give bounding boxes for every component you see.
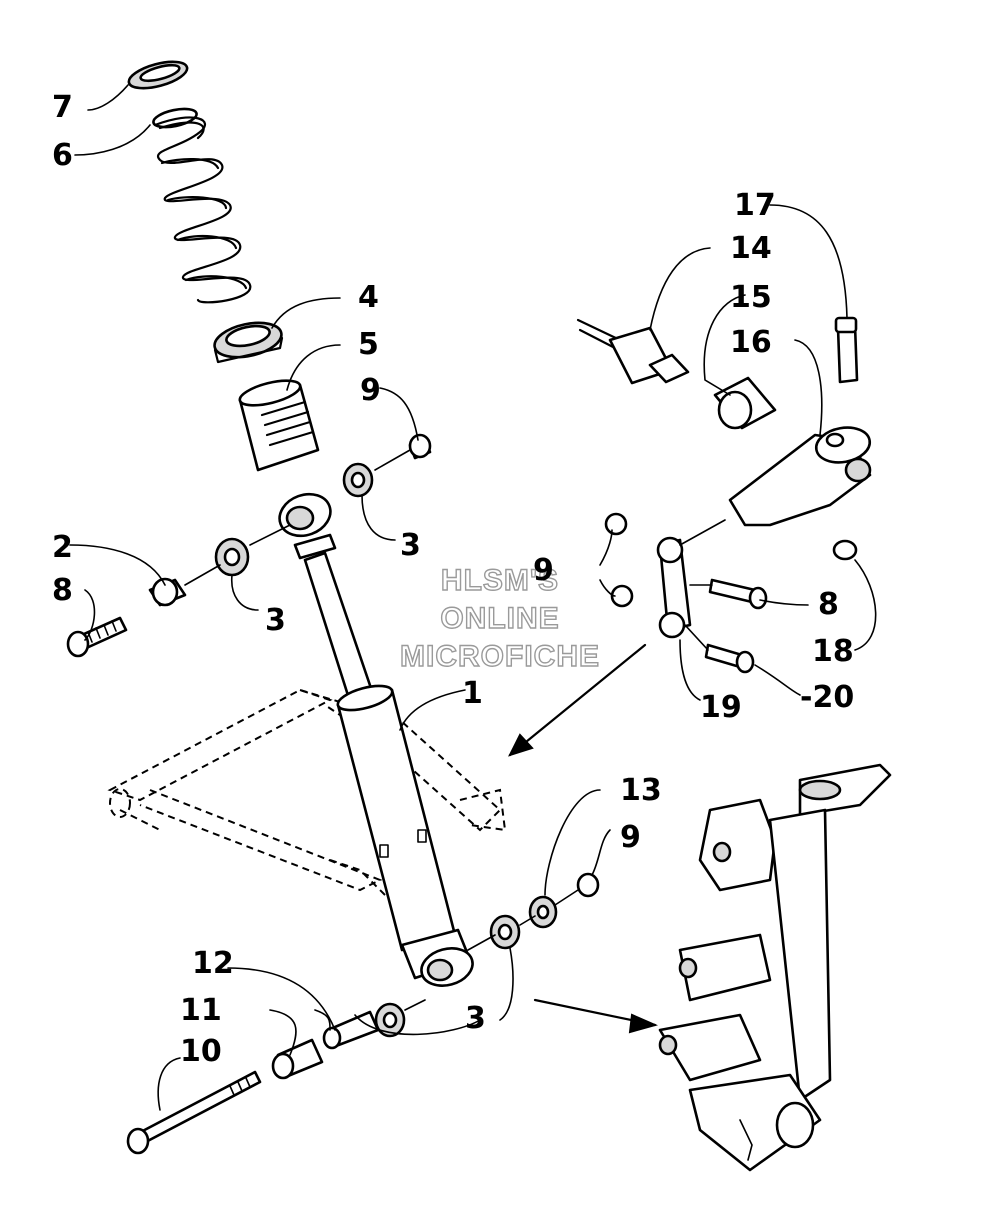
callout-19: 19 <box>700 690 742 725</box>
callout-5: 5 <box>358 327 379 362</box>
callout-20: -20 <box>800 680 854 715</box>
callout-18: 18 <box>812 634 854 669</box>
callout-3-upper-right: 3 <box>400 528 421 563</box>
callout-13: 13 <box>620 773 662 808</box>
watermark-line-2: ONLINE <box>440 602 559 635</box>
callout-3-lower: 3 <box>465 1001 486 1036</box>
watermark-line-3: MICROFICHE <box>400 640 600 673</box>
callout-6: 6 <box>52 138 73 173</box>
callout-17: 17 <box>734 188 776 223</box>
callout-14: 14 <box>730 231 772 266</box>
callout-11: 11 <box>180 993 222 1028</box>
callout-7: 7 <box>52 90 73 125</box>
shock-absorber <box>278 492 474 987</box>
callout-12: 12 <box>192 946 234 981</box>
a-arm-outline <box>107 688 507 901</box>
leader-lines <box>69 84 877 1111</box>
coil-spring <box>153 116 252 304</box>
watermark-line-1: HLSM'S <box>441 564 559 597</box>
callout-1: 1 <box>462 676 483 711</box>
callout-labels: 1 2 3 3 3 4 5 6 7 8 8 9 9 9 10 11 12 13 … <box>52 90 854 1069</box>
callout-4: 4 <box>358 280 379 315</box>
upper-mount-hardware <box>66 433 432 658</box>
callout-8-left: 8 <box>52 573 73 608</box>
watermark: HLSM'S ONLINE MICROFICHE <box>399 563 600 673</box>
callout-9-upper: 9 <box>360 373 381 408</box>
sway-bar-linkage <box>576 316 872 674</box>
lower-mount-hardware <box>126 872 600 1155</box>
callout-2: 2 <box>52 530 73 565</box>
callout-8-right: 8 <box>818 587 839 622</box>
callout-3-upper-left: 3 <box>265 603 286 638</box>
callout-15: 15 <box>730 280 772 315</box>
callout-9-linkage: 9 <box>533 553 554 588</box>
assembly-arrows <box>508 643 658 1034</box>
callout-10: 10 <box>180 1034 222 1069</box>
steering-knuckle <box>658 763 892 1172</box>
callout-16: 16 <box>730 325 772 360</box>
spring-assembly <box>127 60 320 472</box>
callout-9-lower: 9 <box>620 820 641 855</box>
